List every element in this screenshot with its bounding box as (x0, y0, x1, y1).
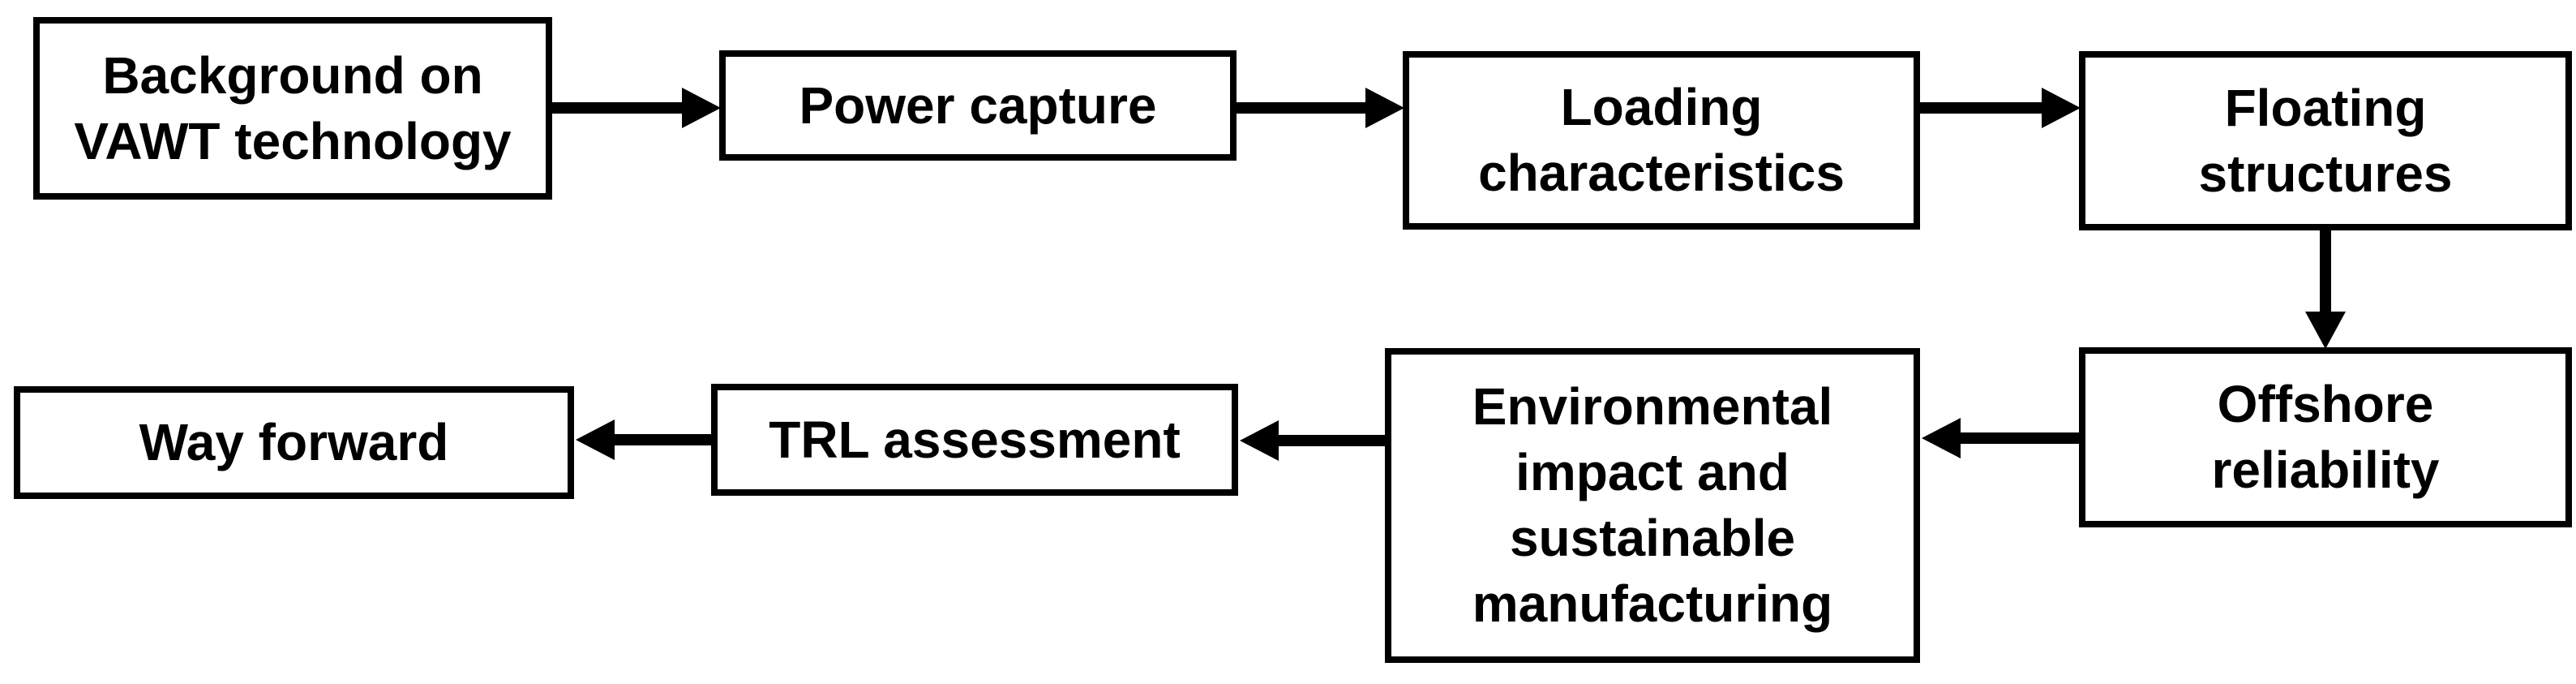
arrow-background-to-power-capture (551, 88, 721, 128)
flow-node-offshore-reliability: Offshore reliability (2079, 347, 2572, 527)
flow-node-loading-characteristics: Loading characteristics (1403, 51, 1920, 230)
flow-node-trl-assessment: TRL assessment (711, 384, 1238, 496)
flow-node-background-on-vawt-technology: Background on VAWT technology (33, 17, 552, 200)
flow-node-label: TRL assessment (769, 410, 1181, 469)
flow-node-label: Power capture (799, 75, 1157, 135)
flow-node-label: Background on VAWT technology (74, 45, 512, 170)
arrow-environmental-impact-to-trl-assessment (1240, 420, 1387, 461)
flow-node-label: Environmental impact and sustainable man… (1472, 377, 1833, 633)
flow-node-label: Offshore reliability (2211, 375, 2440, 499)
arrow-offshore-reliability-to-environmental-impact (1922, 418, 2081, 458)
arrow-power-capture-to-loading-characteristics (1235, 88, 1404, 128)
flow-node-way-forward: Way forward (14, 386, 574, 499)
flow-node-power-capture: Power capture (719, 50, 1237, 161)
flow-node-label: Loading characteristics (1478, 78, 1845, 202)
arrow-loading-characteristics-to-floating-structures (1918, 88, 2081, 128)
flow-node-label: Floating structures (2198, 78, 2453, 203)
flow-node-floating-structures: Floating structures (2079, 51, 2572, 230)
arrow-trl-assessment-to-way-forward (576, 419, 713, 460)
flow-node-environmental-impact-and-sustainable-manufacturing: Environmental impact and sustainable man… (1385, 348, 1920, 663)
flow-node-label: Way forward (139, 413, 449, 471)
arrow-floating-structures-to-offshore-reliability (2305, 229, 2346, 349)
